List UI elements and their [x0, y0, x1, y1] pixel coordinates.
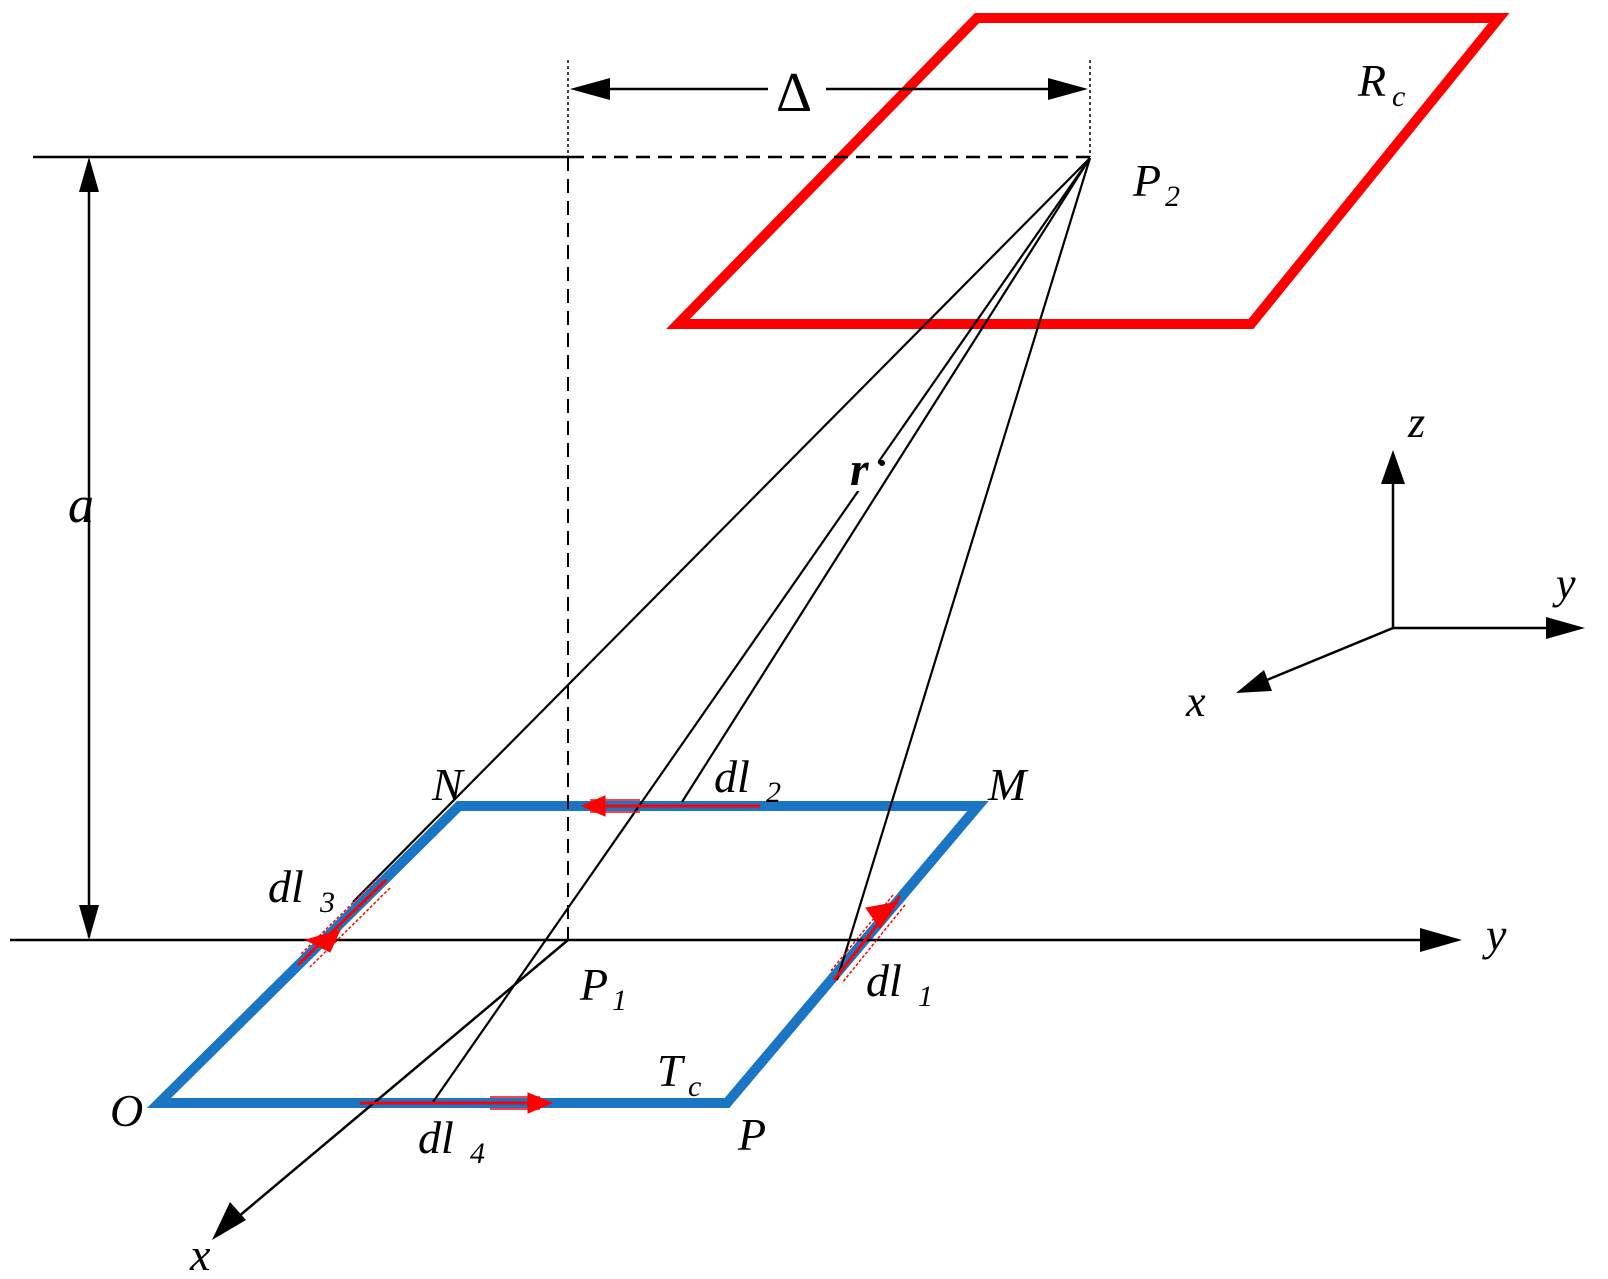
- dl3-current-arrow: [296, 877, 391, 968]
- r-label-bg: [848, 445, 878, 491]
- mini-z-label: z: [1407, 398, 1425, 447]
- svg-text:P: P: [1132, 155, 1161, 206]
- r-line-to-dl3: [352, 157, 1091, 903]
- dimension-a-arrowhead-top: [79, 157, 99, 192]
- svg-text:T: T: [657, 1045, 686, 1096]
- mini-x-label: x: [1185, 677, 1206, 726]
- svg-text:3: 3: [319, 886, 335, 919]
- y-axis-label: y: [1482, 909, 1507, 960]
- mini-y-arrowhead: [1546, 617, 1585, 639]
- svg-text:dl: dl: [268, 861, 304, 912]
- svg-text:2: 2: [1165, 180, 1180, 213]
- delta-label: Δ: [776, 62, 812, 124]
- a-label: a: [68, 477, 94, 534]
- dl3-label: dl 3: [268, 861, 335, 919]
- rc-label: R c: [1357, 55, 1405, 113]
- transmit-coil: [146, 801, 989, 1108]
- p-label: P: [737, 1109, 766, 1160]
- dl1-current-arrow: [829, 894, 906, 984]
- svg-text:c: c: [1392, 80, 1405, 113]
- r-line-to-dl1: [835, 157, 1092, 981]
- svg-text:dl: dl: [866, 955, 902, 1006]
- dl4-current-arrow: [360, 1092, 554, 1114]
- r-line-to-dl2: [681, 157, 1091, 803]
- tc-label: T c: [657, 1045, 701, 1103]
- svg-text:1: 1: [612, 984, 627, 1017]
- n-label: N: [431, 759, 465, 810]
- m-label: M: [987, 759, 1029, 810]
- dl1-label: dl 1: [866, 955, 933, 1013]
- p2-label: P 2: [1132, 155, 1180, 213]
- svg-text:2: 2: [766, 776, 781, 809]
- x-axis-arrowhead: [212, 1202, 246, 1240]
- y-axis-arrowhead: [1420, 928, 1462, 952]
- svg-text:dl: dl: [714, 751, 750, 802]
- p1-label: P 1: [579, 959, 627, 1017]
- dimension-a-arrowhead-bottom: [79, 905, 99, 940]
- receive-coil: [666, 13, 1510, 329]
- mini-y-label: y: [1552, 559, 1576, 608]
- svg-text:P: P: [579, 959, 608, 1010]
- svg-text:dl: dl: [418, 1112, 454, 1163]
- dl4-label: dl 4: [418, 1112, 485, 1170]
- r-label: r: [850, 443, 870, 496]
- svg-text:4: 4: [470, 1137, 485, 1170]
- o-label: O: [110, 1085, 143, 1136]
- delta-label-bg: [768, 65, 826, 117]
- delta-arrowhead-right: [1048, 78, 1088, 100]
- delta-arrowhead-left: [570, 78, 610, 100]
- r-line-to-dl4: [432, 157, 1091, 1103]
- mini-x-arrowhead: [1236, 670, 1272, 693]
- svg-text:R: R: [1357, 55, 1386, 106]
- mini-z-arrowhead: [1381, 450, 1405, 484]
- dl2-current-arrow: [580, 795, 760, 817]
- mini-x-axis: [1261, 626, 1394, 684]
- x-axis-label: x: [189, 1229, 211, 1279]
- svg-text:c: c: [688, 1070, 701, 1103]
- dl2-label: dl 2: [714, 751, 781, 809]
- r-dot: [879, 460, 885, 466]
- svg-text:1: 1: [918, 980, 933, 1013]
